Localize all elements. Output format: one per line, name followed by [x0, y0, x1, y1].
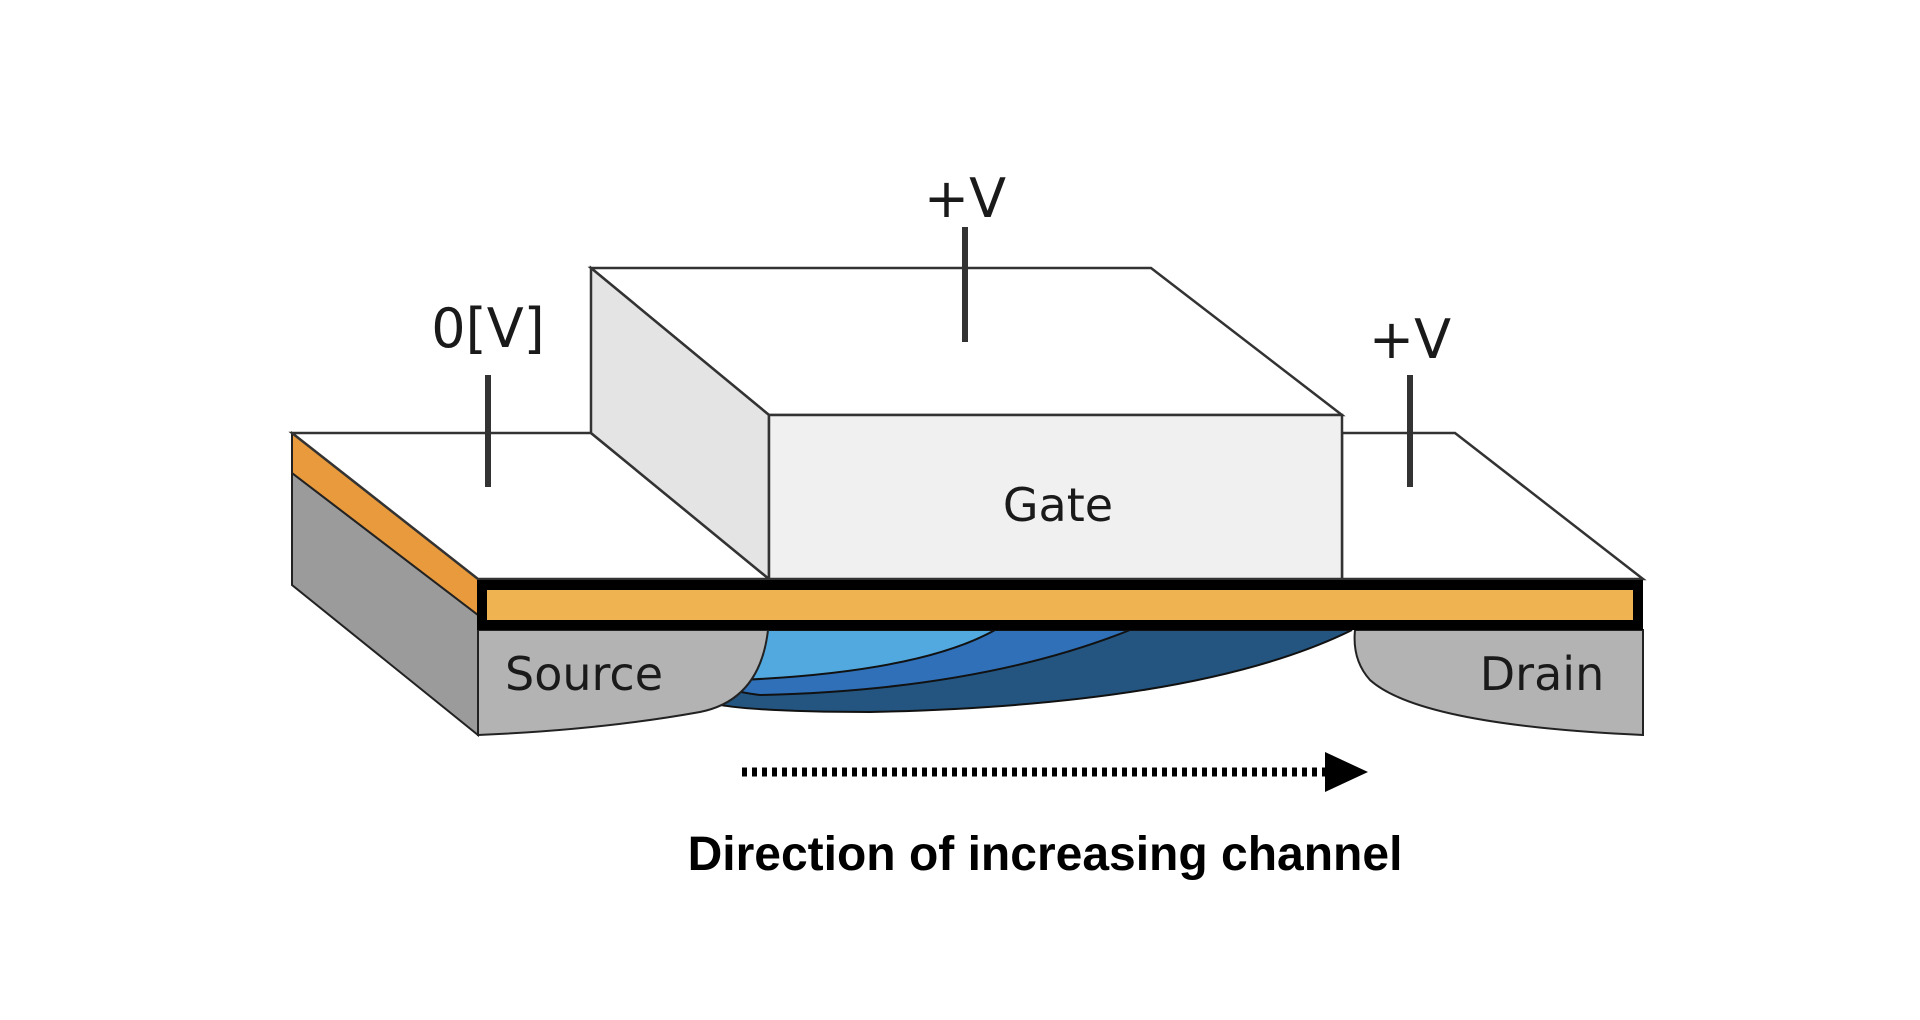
- gate-front-face: [767, 413, 1344, 581]
- drain-contact-top: [1340, 431, 1647, 581]
- gate-voltage-label: +V: [924, 167, 1006, 230]
- gate-oxide-layer: [477, 580, 1643, 630]
- drain-label: Drain: [1480, 647, 1604, 701]
- source-region: [477, 629, 770, 737]
- caption: Direction of increasing channel: [688, 828, 1403, 881]
- gate-label: Gate: [1003, 478, 1113, 532]
- source-label: Source: [505, 647, 663, 701]
- drain-region: [1353, 629, 1644, 737]
- arrow-head-icon: [1325, 752, 1368, 792]
- drain-voltage-label: +V: [1369, 308, 1451, 371]
- channel-layer-light: [739, 629, 999, 682]
- source-voltage-label: 0[V]: [431, 297, 544, 360]
